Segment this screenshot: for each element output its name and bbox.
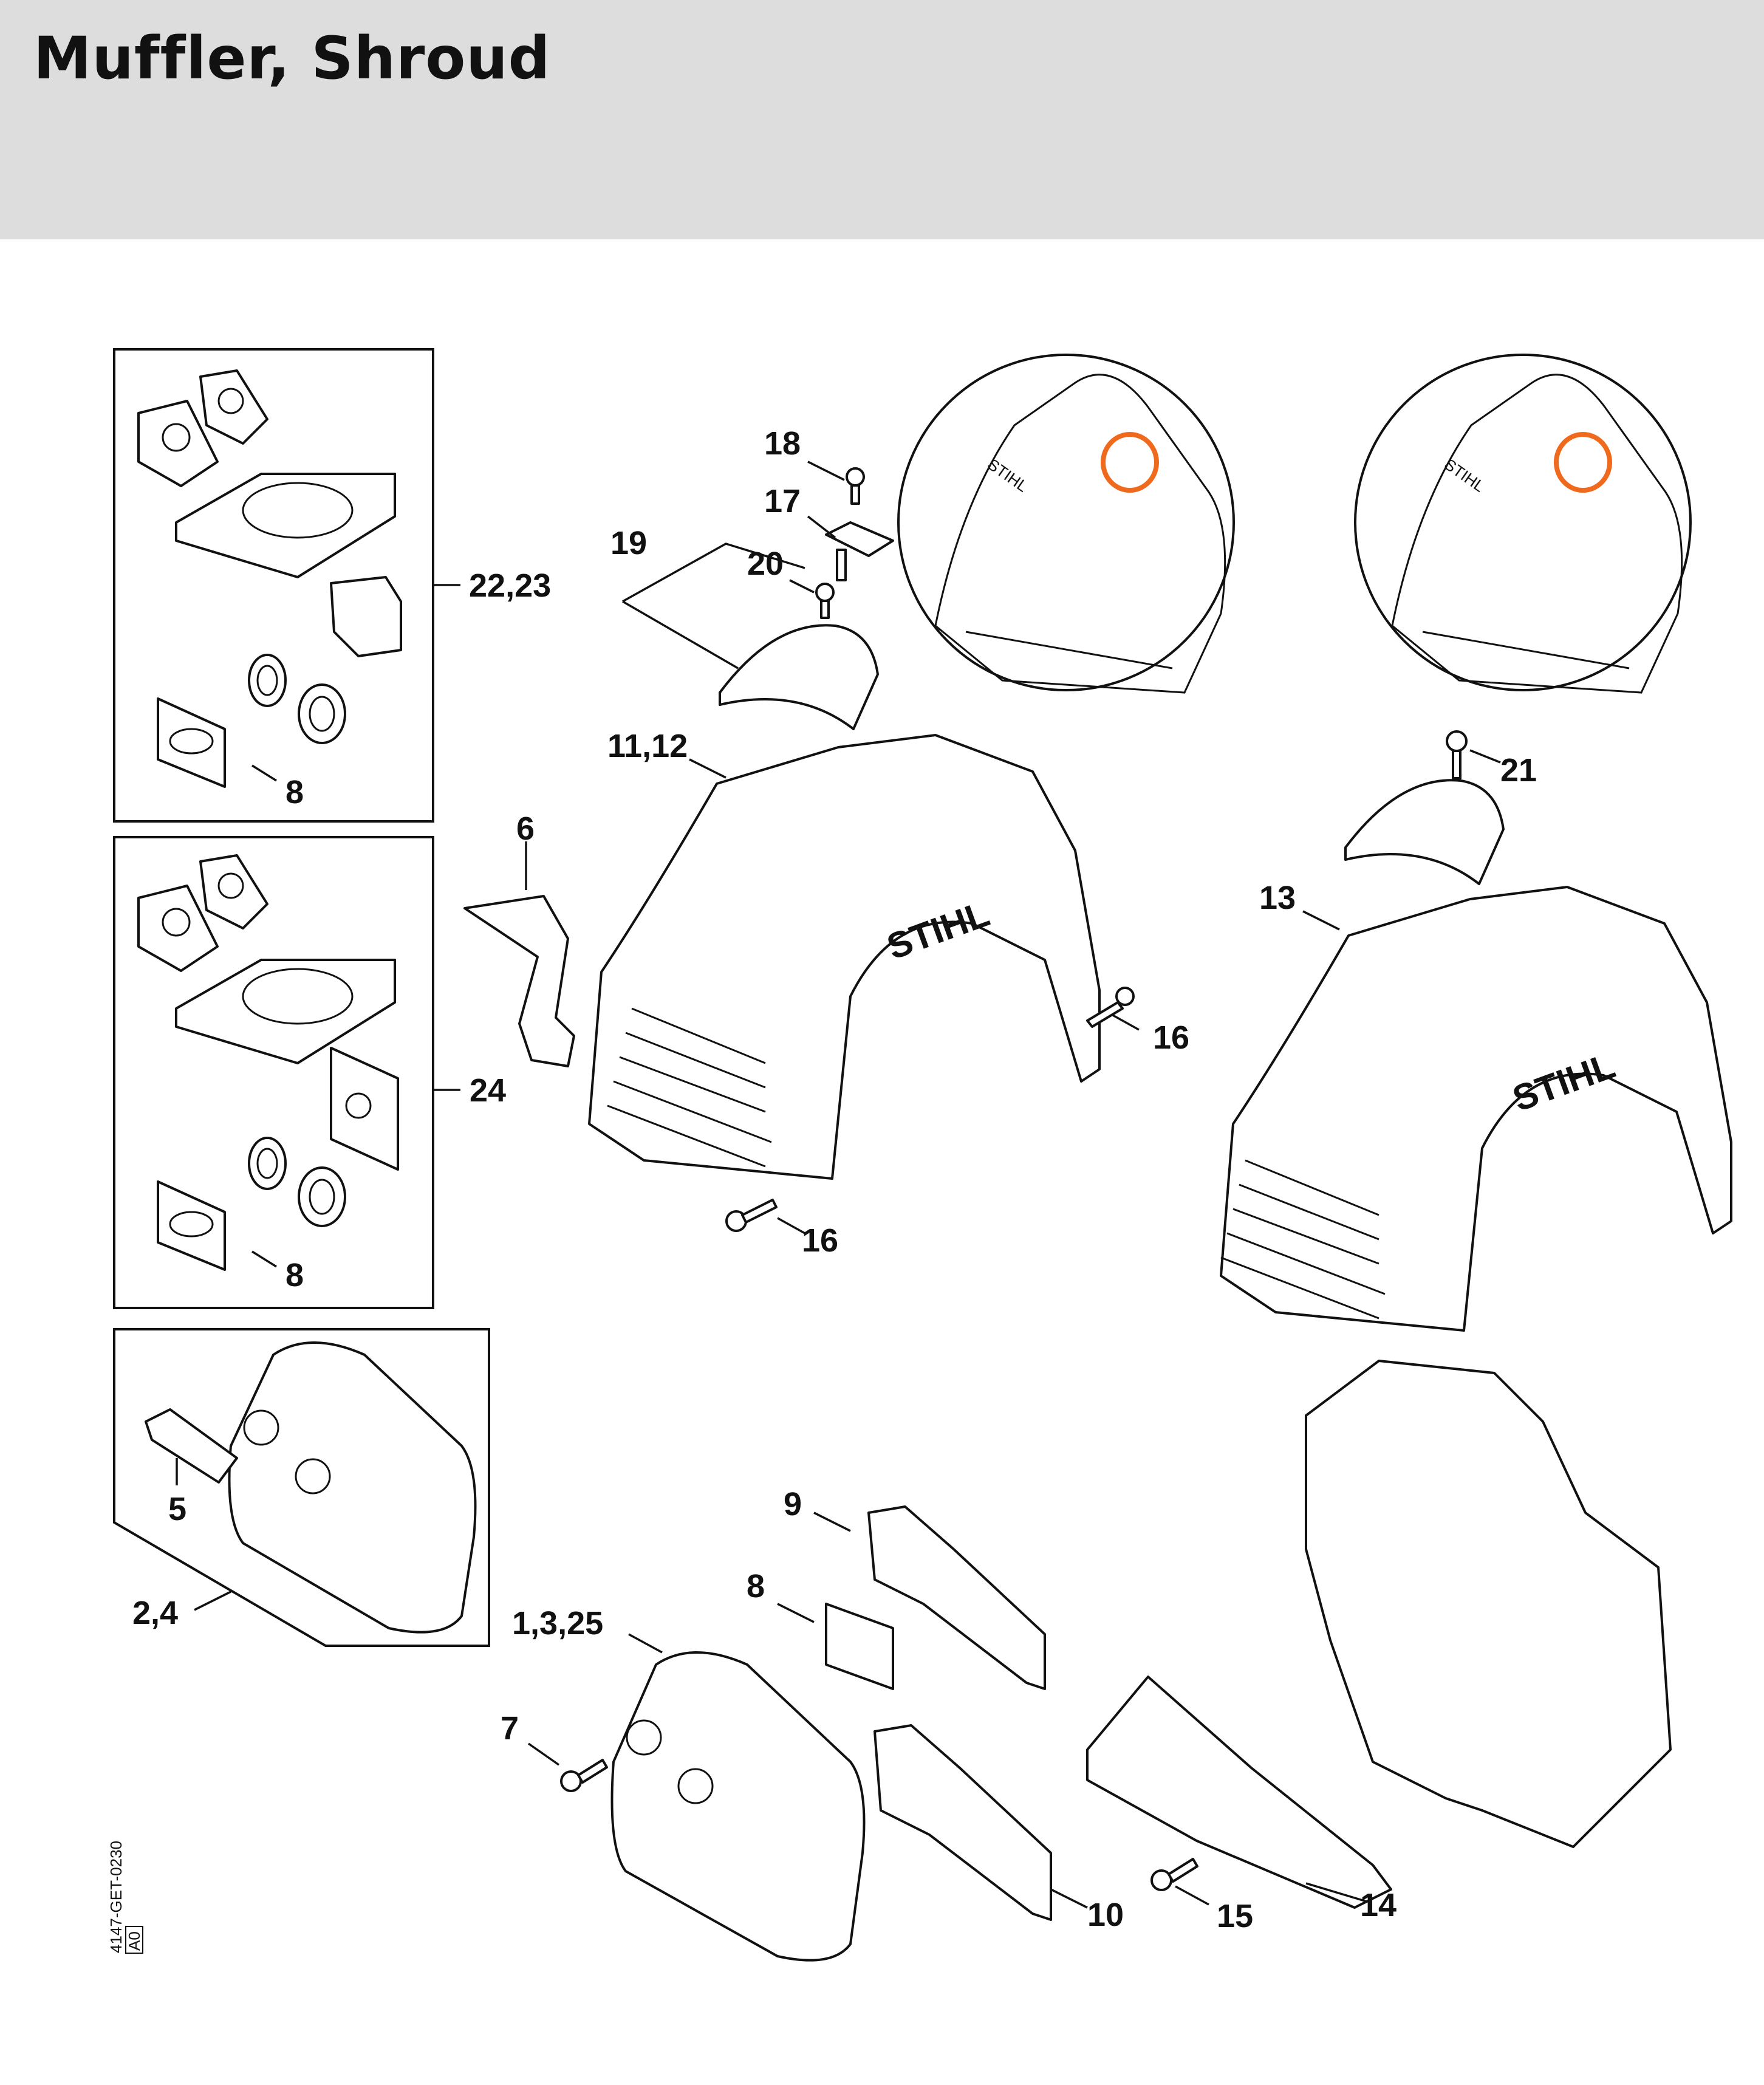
- callout-21: 21: [1500, 752, 1537, 789]
- callout-17: 17: [764, 483, 801, 519]
- callout-5: 5: [168, 1491, 186, 1527]
- muffler-kit: [145, 1341, 477, 1634]
- muffler-1-3-25: [610, 1651, 866, 1962]
- screw-15: [1150, 1858, 1198, 1891]
- shroud-11-12: STIHL: [588, 734, 1101, 1180]
- callout-13: 13: [1259, 880, 1296, 916]
- callout-24: 24: [470, 1072, 506, 1109]
- callout-8: 8: [747, 1568, 765, 1604]
- brand-mark: STIHL: [1441, 455, 1488, 496]
- baffle-6: [463, 895, 575, 1067]
- brand-mark: STIHL: [984, 455, 1031, 496]
- callout-14: 14: [1360, 1887, 1396, 1923]
- drawing-code: 4147-GET-0230: [107, 1841, 125, 1953]
- leader-lines: [176, 460, 1501, 1909]
- gasket-8: [825, 1603, 894, 1690]
- page-title: Muffler, Shroud: [33, 24, 551, 92]
- screw-7: [560, 1759, 608, 1792]
- guard-14: [1086, 1676, 1392, 1909]
- plate-17: [825, 521, 894, 581]
- callout-8-set1: 8: [285, 774, 304, 810]
- callout-19: 19: [610, 525, 647, 561]
- callout-9: 9: [784, 1486, 802, 1522]
- engine-assembly: [1305, 1360, 1672, 1848]
- callout-10: 10: [1087, 1897, 1124, 1933]
- heat-shield-9: [867, 1505, 1046, 1690]
- cover-19: [719, 624, 879, 730]
- callout-20: 20: [747, 546, 784, 582]
- screw-21: [1446, 730, 1468, 779]
- drawing-code-block: 4147-GET-0230 A0: [107, 1841, 143, 1954]
- screw-20: [815, 583, 835, 619]
- callout-11-12: 11,12: [607, 728, 688, 764]
- screw-18: [846, 467, 865, 505]
- spark-arrest-screen: [145, 1408, 238, 1484]
- callout-1-3-25: 1,3,25: [512, 1605, 603, 1642]
- revision-code: A0: [125, 1931, 143, 1951]
- callout-15: 15: [1217, 1898, 1253, 1934]
- callout-7: 7: [501, 1710, 519, 1747]
- callout-22-23: 22,23: [469, 567, 551, 604]
- callout-2-4: 2,4: [132, 1595, 178, 1631]
- callout-18: 18: [764, 425, 801, 462]
- heat-shield-10: [873, 1724, 1052, 1921]
- gasket-set-box-24: [113, 836, 434, 1309]
- highlight-circle: [1101, 432, 1159, 493]
- detail-view-before: STIHL: [897, 354, 1235, 694]
- gasket-set-2: [137, 854, 399, 1271]
- screw-16-lower: [725, 1199, 778, 1232]
- shroud-13: STIHL: [1220, 886, 1732, 1332]
- highlight-circle: [1554, 432, 1612, 493]
- callout-6: 6: [516, 810, 535, 847]
- gasket-set-1: [137, 369, 402, 788]
- detail-view-after: STIHL: [1354, 354, 1692, 694]
- callout-16-upper: 16: [1153, 1019, 1189, 1056]
- cover-21: [1344, 779, 1505, 885]
- muffler-kit-box: [113, 1328, 490, 1647]
- page-header: Muffler, Shroud: [0, 0, 1764, 239]
- callout-8-set2: 8: [285, 1257, 304, 1293]
- callout-16-lower: 16: [802, 1222, 838, 1259]
- screw-16-upper: [1086, 987, 1135, 1028]
